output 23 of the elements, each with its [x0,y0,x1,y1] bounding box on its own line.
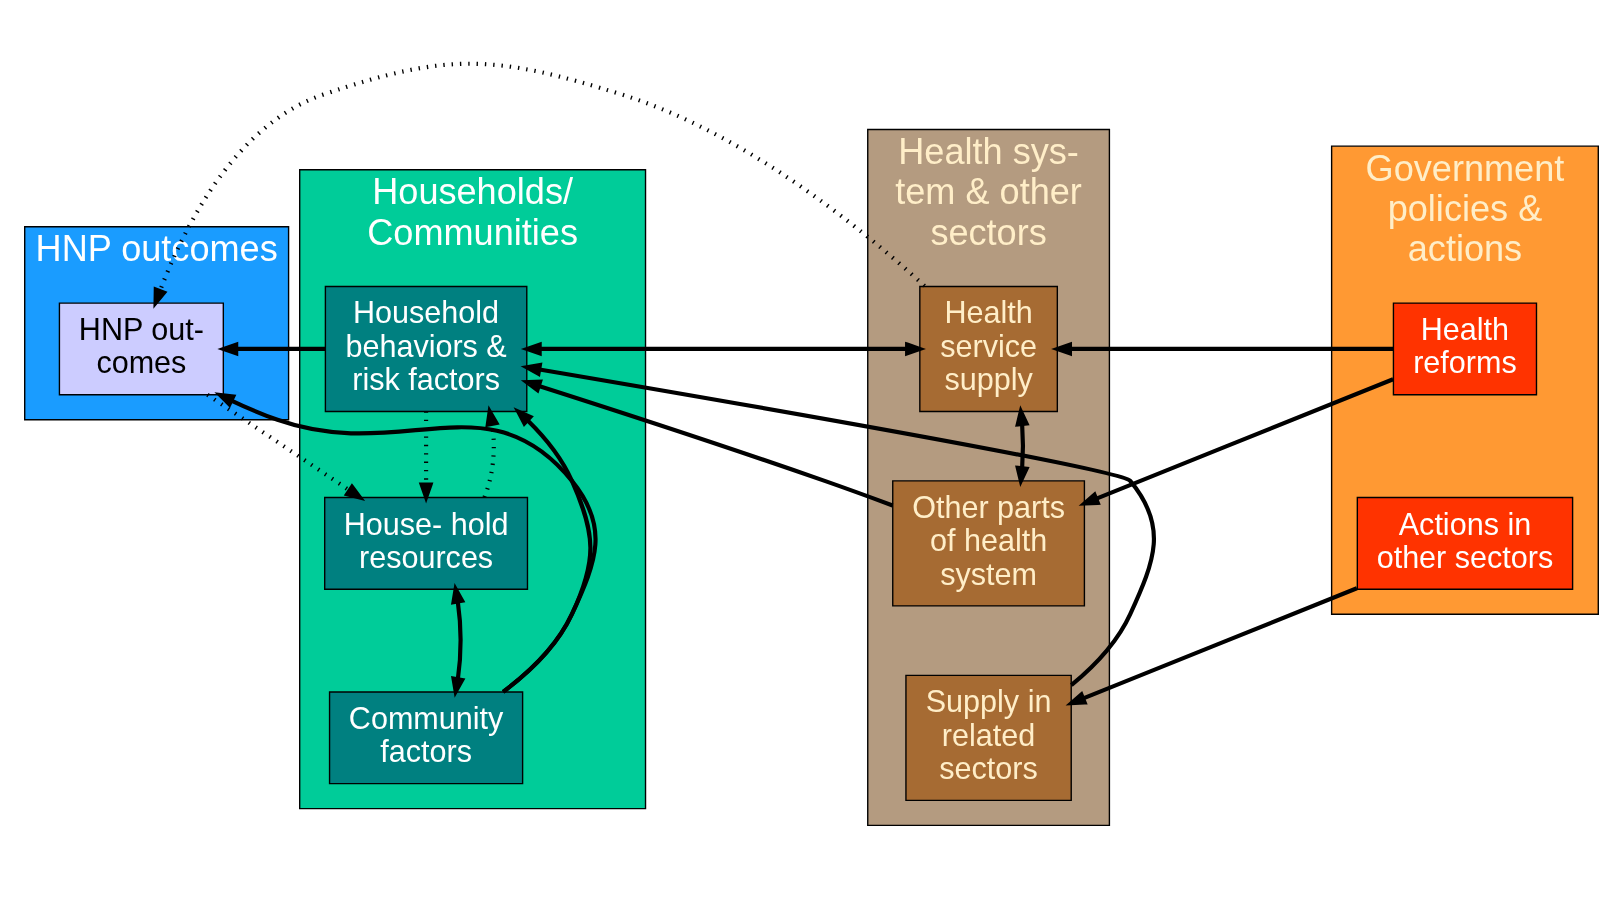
node-box: HNP out- comes [58,301,224,395]
arrow [1051,341,1394,356]
arrow [501,406,593,693]
arrow [1065,585,1358,705]
node-box: Household behaviors & risk factors [324,285,528,412]
arrow [482,404,500,498]
arrow [1078,376,1394,506]
node-box: House- hold resources [324,496,529,590]
arrow [153,61,926,309]
node-box: Supply in related sectors [905,674,1072,801]
arrow [214,391,598,693]
arrow [418,411,434,503]
arrow [450,582,466,698]
node-box: Health service supply [919,285,1059,412]
arrow [217,341,326,356]
node-box: Actions in other sectors [1356,496,1574,590]
arrow [1015,404,1030,487]
node-box: Community factors [328,690,524,784]
node-box: Other parts of health system [892,479,1086,607]
arrow [520,362,1156,687]
node-box: Health reforms [1392,301,1538,395]
arrow [520,341,926,356]
arrow [206,392,366,501]
